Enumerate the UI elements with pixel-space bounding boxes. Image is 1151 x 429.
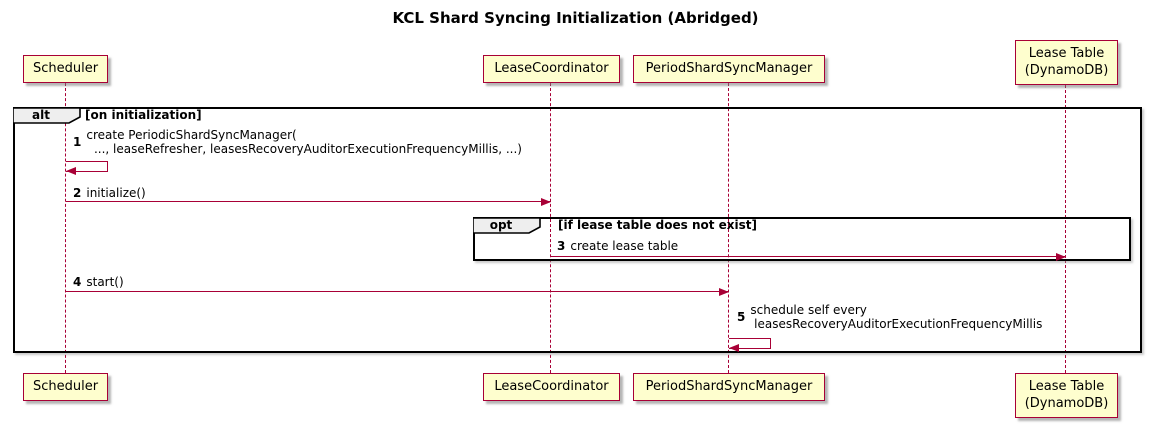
message-3-arrowhead-icon xyxy=(1056,253,1066,261)
lifeline-lease-table xyxy=(1065,85,1066,373)
message-2-arrowhead-icon xyxy=(541,198,551,206)
message-2-text: initialize() xyxy=(86,186,146,200)
participant-lease-table-bottom: Lease Table (DynamoDB) xyxy=(1015,373,1118,418)
message-4-label: 4 start() xyxy=(73,275,124,289)
participant-lease-table-top: Lease Table (DynamoDB) xyxy=(1015,40,1118,85)
opt-frame-guard: [if lease table does not exist] xyxy=(558,218,758,232)
participant-scheduler-top: Scheduler xyxy=(23,55,108,83)
participant-period-shard-sync-manager-top: PeriodShardSyncManager xyxy=(633,55,825,83)
message-4-arrowhead-icon xyxy=(719,288,729,296)
lifeline-lease-coordinator xyxy=(550,83,551,373)
message-4-number: 4 xyxy=(73,275,82,289)
message-3-label: 3 create lease table xyxy=(557,239,678,253)
opt-frame-label: opt xyxy=(489,218,513,232)
lifeline-scheduler xyxy=(65,83,66,373)
message-5-label: 5 schedule self every leasesRecoveryAudi… xyxy=(737,303,1042,331)
alt-frame: alt [on initialization] xyxy=(13,107,1142,353)
message-2-arrow xyxy=(66,201,551,202)
opt-pentagon-icon xyxy=(473,217,541,234)
diagram-title: KCL Shard Syncing Initialization (Abridg… xyxy=(392,9,759,27)
message-1-arrowhead-icon xyxy=(66,167,76,175)
alt-frame-label: alt xyxy=(32,108,50,122)
message-3-arrow xyxy=(551,256,1066,257)
alt-pentagon-icon xyxy=(13,107,81,124)
participant-lease-coordinator-bottom: LeaseCoordinator xyxy=(483,373,620,401)
message-1-number: 1 xyxy=(73,135,82,149)
message-1-self-loop xyxy=(66,161,108,172)
participant-scheduler-bottom: Scheduler xyxy=(23,373,108,401)
message-2-label: 2 initialize() xyxy=(73,186,146,200)
participant-lease-coordinator-top: LeaseCoordinator xyxy=(483,55,620,83)
message-2-number: 2 xyxy=(73,186,82,200)
message-4-arrow xyxy=(66,291,729,292)
message-1-text: create PeriodicShardSyncManager( ..., le… xyxy=(86,128,522,156)
alt-frame-header: alt [on initialization] xyxy=(13,107,202,124)
message-5-arrowhead-icon xyxy=(729,344,739,352)
message-5-text: schedule self every leasesRecoveryAudito… xyxy=(750,303,1043,331)
message-3-text: create lease table xyxy=(570,239,679,253)
participant-period-shard-sync-manager-bottom: PeriodShardSyncManager xyxy=(633,373,825,401)
message-4-text: start() xyxy=(86,275,124,289)
message-5-number: 5 xyxy=(737,310,746,324)
opt-frame: opt [if lease table does not exist] xyxy=(473,217,1131,261)
message-1-label: 1 create PeriodicShardSyncManager( ..., … xyxy=(73,128,522,156)
message-3-number: 3 xyxy=(557,239,566,253)
alt-frame-guard: [on initialization] xyxy=(85,108,202,122)
lifeline-period-shard-sync-manager xyxy=(728,83,729,373)
message-5-self-loop xyxy=(729,338,771,349)
opt-frame-header: opt [if lease table does not exist] xyxy=(473,217,757,234)
